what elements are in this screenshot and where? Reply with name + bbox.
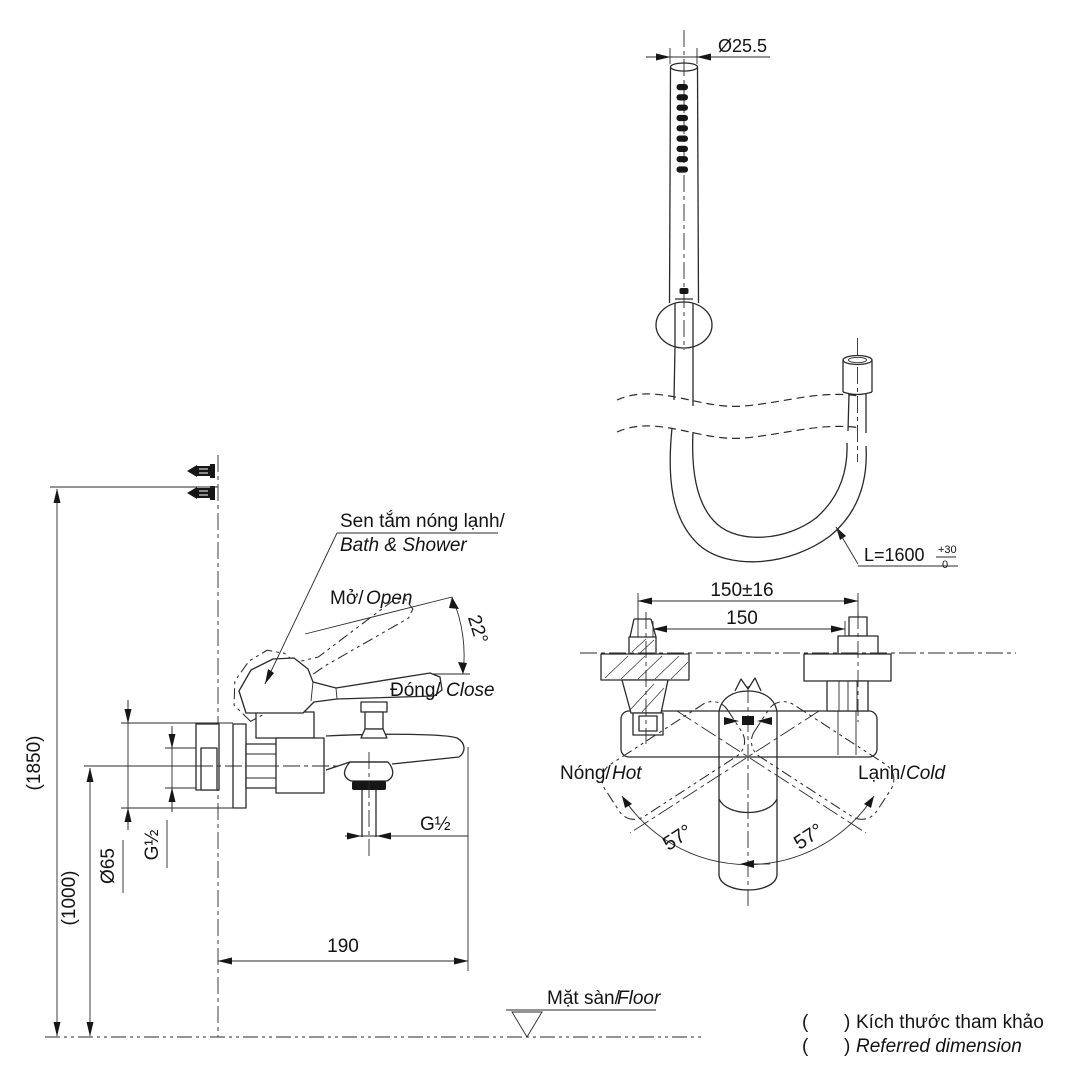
legend-bracket-open: ( — [802, 1012, 809, 1033]
open-label-vi: Mở/ — [330, 588, 364, 609]
swing-angle-right-label: 57° — [790, 820, 827, 855]
mounting-screw-icon — [187, 464, 215, 478]
close-label-vi: Đóng/ — [390, 680, 441, 701]
handle-top-view — [718, 677, 778, 891]
shower-holder — [655, 301, 713, 349]
legend-bracket-close: ) — [844, 1036, 850, 1057]
floor-label-vi: Mặt sàn/ — [547, 988, 621, 1009]
legend-bracket-open: ( — [802, 1036, 809, 1057]
pitch-tolerance-label: 150±16 — [710, 580, 773, 601]
handle-rotated-right-outline — [750, 701, 895, 820]
spray-holes — [676, 84, 688, 173]
handle-open-outline — [233, 597, 414, 722]
product-name-en: Bath & Shower — [340, 535, 467, 556]
outlet-thread-dimension: G½ — [345, 814, 468, 840]
pitch-label: 150 — [726, 608, 758, 629]
outlet-thread-label: G½ — [420, 814, 451, 835]
reach-dimension: 190 — [217, 747, 469, 971]
shower-head-diameter-label: Ø25.5 — [718, 36, 767, 56]
plate-diameter-label: Ø65 — [98, 848, 119, 884]
shower-head — [668, 62, 700, 304]
hose-tolerance-minus: 0 — [942, 559, 948, 571]
center-height-label: (1000) — [59, 871, 80, 926]
hot-label-vi: Nóng/ — [560, 763, 611, 784]
handle-side-view — [238, 657, 443, 714]
mounting-screw-icon — [187, 486, 215, 500]
shower-hose — [616, 346, 867, 563]
open-label-en: Open — [366, 588, 412, 609]
legend-line2: Referred dimension — [856, 1036, 1022, 1057]
hose-tolerance-plus: +30 — [938, 544, 957, 556]
handle-rotated-left-outline — [601, 701, 746, 820]
total-height-label: (1850) — [24, 736, 45, 791]
product-name-vi: Sen tắm nóng lạnh/ — [340, 510, 506, 532]
hose-connector — [842, 338, 873, 462]
legend-bracket-close: ) — [844, 1012, 850, 1033]
legend-line1: Kích thước tham khảo — [856, 1012, 1044, 1033]
inlet-thread-label: G½ — [142, 830, 163, 861]
cold-eccentric-connector — [803, 612, 892, 722]
hot-eccentric-connector — [600, 612, 690, 744]
hot-label-en: Hot — [612, 763, 642, 784]
spout-assembly — [325, 701, 465, 856]
hand-shower-figure: Ø25.5 — [616, 30, 958, 571]
cold-label-vi: Lạnh/ — [858, 763, 906, 784]
diverter-knob — [360, 701, 388, 739]
cold-label-en: Cold — [906, 763, 947, 784]
hose-length-dimension: L=1600 +30 0 — [835, 526, 958, 571]
floor-marker: Mặt sàn/ Floor — [45, 988, 705, 1038]
product-name-callout: Sen tắm nóng lạnh/ Bath & Shower — [264, 510, 506, 685]
inlet-thread-dimension: G½ — [142, 726, 214, 868]
side-view-figure: (1850) (1000) Ø65 G½ — [24, 455, 705, 1038]
swing-angle-left-label: 57° — [659, 821, 696, 856]
plate-diameter-dimension: Ø65 — [98, 700, 233, 893]
faucet-body-top — [620, 710, 878, 758]
faucet-body-side — [195, 711, 325, 809]
hose-length-label: L=1600 — [864, 545, 925, 565]
close-label-en: Close — [446, 680, 495, 701]
top-view-figure: 150±16 150 — [560, 580, 1016, 906]
floor-label-en: Floor — [617, 988, 661, 1009]
open-angle-label: 22° — [463, 613, 491, 647]
legend: ( ) Kích thước tham khảo ( ) Referred di… — [802, 1012, 1044, 1057]
reach-label: 190 — [327, 936, 359, 957]
